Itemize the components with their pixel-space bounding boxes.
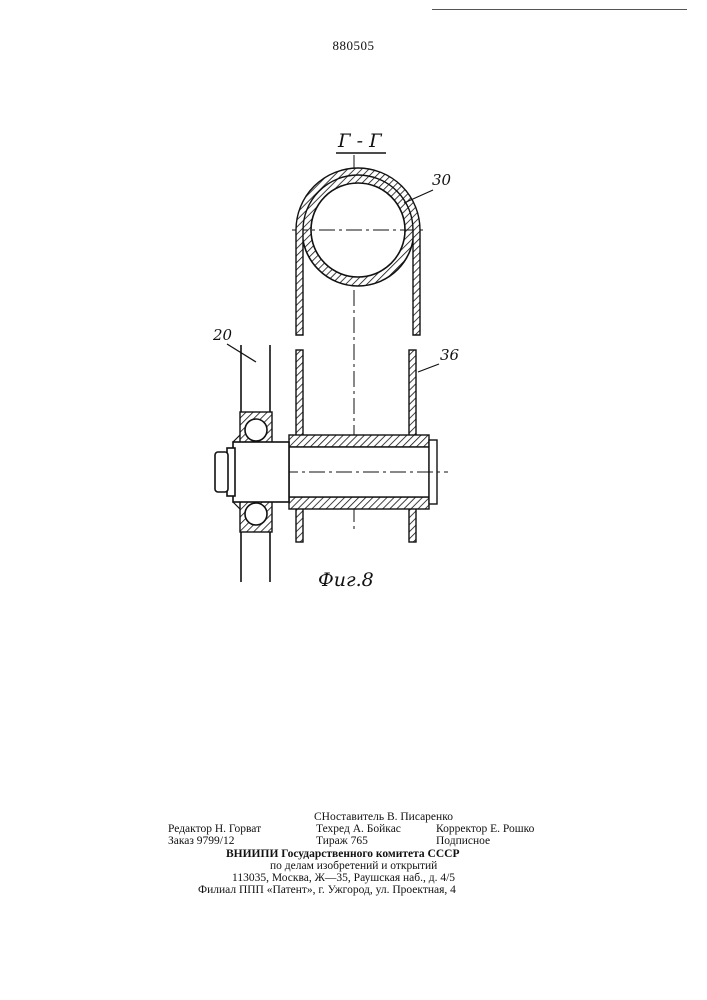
imprint-branch: Филиал ППП «Патент», г. Ужгород, ул. Про… bbox=[198, 883, 456, 897]
hub-nut bbox=[215, 442, 289, 502]
callout-30-label: 30 bbox=[432, 171, 452, 189]
imprint-circulation: Тираж 765 bbox=[316, 834, 368, 848]
hub-chamfer-bottom bbox=[233, 502, 240, 509]
hub-chamfer-top bbox=[233, 435, 240, 442]
section-label: Г - Г bbox=[337, 130, 383, 152]
callout-36-leader bbox=[418, 364, 439, 372]
imprint-subscription: Подписное bbox=[436, 834, 490, 848]
callout-20-label: 20 bbox=[212, 326, 233, 344]
imprint-order: Заказ 9799/12 bbox=[168, 834, 235, 848]
figure-caption: Фиг.8 bbox=[318, 569, 374, 591]
callout-36-label: 36 bbox=[440, 346, 460, 364]
